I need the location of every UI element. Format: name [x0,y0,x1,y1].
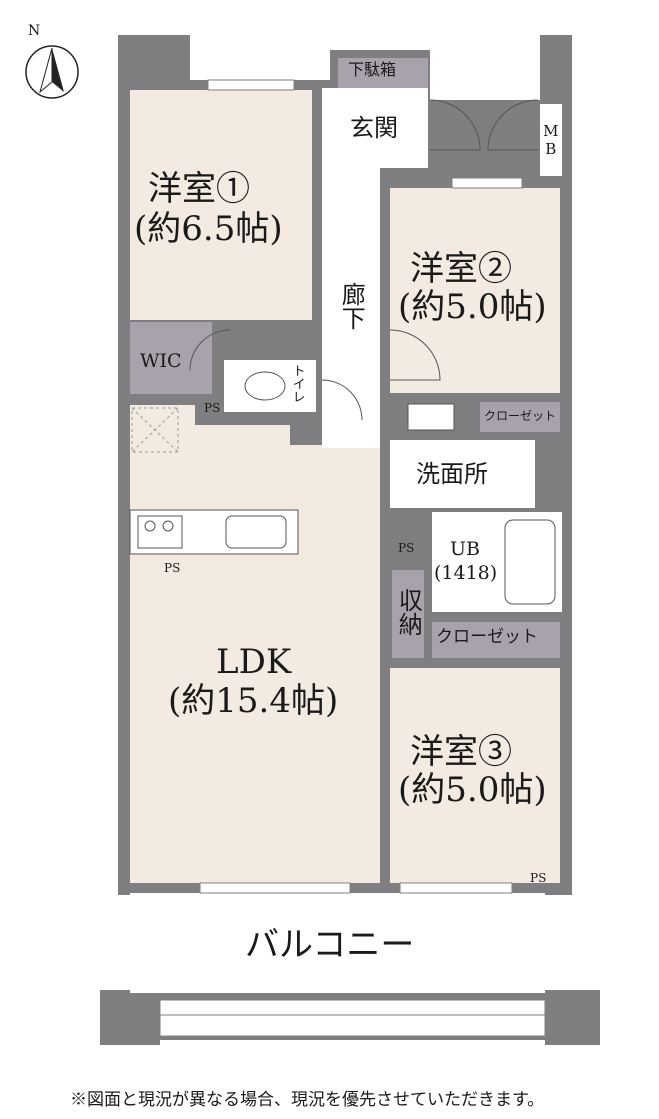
balcony-floor [130,893,545,993]
kitchen-counter [129,509,299,555]
shoe-cabinet [338,58,428,88]
ps-label-4: PS [530,871,547,885]
western2-floor [390,188,560,393]
western3-floor [390,668,560,883]
western1-floor [130,90,312,320]
storage-box [392,570,424,658]
bath-name: UB [450,538,480,560]
corridor-floor [322,168,380,448]
closet-small-box [480,402,560,432]
ldk-size: (約15.4帖) [168,681,339,721]
north-compass: N [14,20,84,100]
door-swings [189,99,539,421]
mb-box [540,104,562,176]
western1-name: 洋室① [148,169,250,209]
toilet-bowl [244,371,286,401]
washroom-label: 洗面所 [416,460,488,488]
western2-name: 洋室② [410,249,512,289]
western3-name: 洋室③ [410,732,512,772]
entrance-floor [322,88,428,168]
closet-small-label: クローゼット [484,409,557,423]
ps-label-3: PS [398,541,415,555]
shoe-cabinet-label: 下駄箱 [348,60,397,79]
ps-label-1: PS [204,401,221,415]
balcony-rail [159,999,546,1037]
bathtub [504,519,556,605]
western2-size: (約5.0帖) [398,287,547,327]
western3-size: (約5.0帖) [398,770,547,810]
toilet-label: トイレ [289,364,305,403]
bath-size: (1418) [434,562,498,584]
washroom-floor [390,440,535,508]
disclaimer-note: ※図面と現況が異なる場合、現況を優先させていただきます。 [70,1090,545,1110]
compass-north-label: N [28,23,41,39]
ps-label-2: PS [164,561,181,575]
corridor-label: 廊下 [337,282,366,330]
wic-label: WIC [140,350,182,372]
windows [199,79,523,894]
balcony-label: バルコニー [245,925,415,965]
closet-box [432,622,560,658]
fridge-space [131,407,179,453]
western1-size: (約6.5帖) [134,209,283,249]
closet-label: クローゼット [436,627,538,647]
wic-floor [130,322,212,394]
compass-icon [25,45,79,99]
ldk-name: LDK [216,642,292,682]
washbasin [407,403,455,431]
entrance-label: 玄関 [350,114,398,142]
mb-label: MB [541,122,560,158]
storage-label: 収納 [394,588,423,636]
